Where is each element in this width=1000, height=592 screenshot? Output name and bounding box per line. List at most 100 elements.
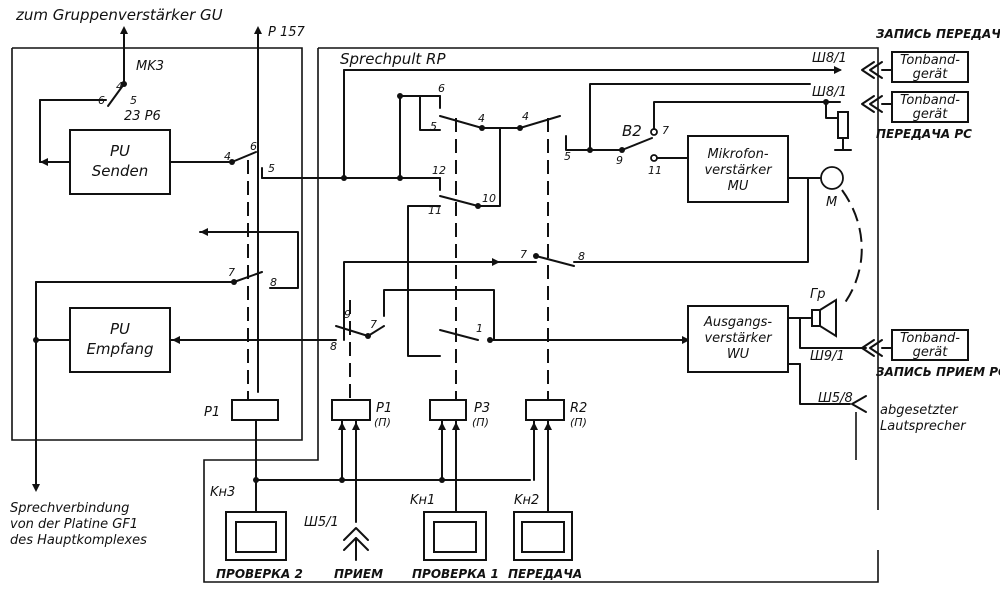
tonband1-line2: gerät	[913, 67, 949, 82]
ausgang-line2: verstärker	[704, 331, 773, 346]
wire	[573, 177, 809, 263]
key-proverka1[interactable]	[423, 511, 487, 561]
pin-label: 11	[648, 164, 662, 177]
sprechverbindung-line3: des Hauptkomplexes	[10, 533, 147, 548]
wire	[407, 205, 441, 357]
relay-p1-right	[331, 399, 371, 421]
mikrofon-verstaerker-block	[687, 135, 789, 203]
wire	[199, 231, 299, 289]
gu-arrow-icon	[120, 26, 128, 34]
relay-p3-label: P3	[474, 401, 490, 416]
pin-label: 8	[330, 340, 337, 353]
ausgang-line3: WU	[727, 347, 750, 362]
pin-label: 5	[430, 120, 437, 133]
up-arrow-icon	[338, 422, 346, 430]
pin-label: 7	[228, 266, 235, 279]
wire	[383, 289, 495, 341]
up-arrow-icon	[452, 422, 460, 430]
pin-label: 5	[268, 162, 275, 175]
proverka2-label: ПРОВЕРКА 2	[216, 567, 303, 581]
bottom-frame	[203, 48, 879, 583]
arrow-icon	[492, 258, 500, 266]
tonband3-line2: gerät	[913, 345, 949, 360]
switch-blade	[535, 255, 575, 267]
mikrofon-line2: verstärker	[704, 163, 773, 178]
ausgang-line1: Ausgangs-	[703, 315, 772, 330]
mk3-switch-blade	[107, 83, 125, 107]
p157-label: P 157	[268, 25, 306, 40]
relay-23p6-label: 23 P6	[124, 109, 161, 124]
left-panel-frame	[11, 47, 303, 441]
tonband-box-1	[891, 51, 969, 83]
chevron-socket-icon	[851, 395, 867, 413]
abgesetzter-line2: Lautsprecher	[880, 419, 967, 434]
sprechverbindung-line1: Sprechverbindung	[10, 501, 129, 516]
switch-blade	[231, 151, 257, 163]
pu-senden-line2: Senden	[92, 162, 149, 180]
priem-socket-icon[interactable]	[343, 527, 369, 561]
zapis-peredacha-label: ЗАПИСЬ ПЕРЕДАЧА РС	[876, 27, 1000, 41]
wire	[343, 261, 501, 341]
wire	[367, 325, 385, 337]
relay-p1-left	[231, 399, 279, 421]
mk3-label: MK3	[136, 59, 164, 74]
relay-p1-right-sub: (П)	[374, 416, 391, 429]
sh8-1a-label: Ш8/1	[812, 51, 847, 66]
up-arrow-icon	[352, 422, 360, 430]
key-proverka2[interactable]	[225, 511, 287, 561]
arrow-icon	[834, 66, 842, 74]
pin-label: 6	[98, 94, 105, 107]
gu-label: zum Gruppenverstärker GU	[15, 6, 223, 24]
arrow-icon	[40, 158, 48, 166]
pin-label: 11	[428, 204, 442, 217]
kn3-label: Kн3	[210, 485, 235, 500]
abgesetzter-line1: abgesetzter	[880, 403, 959, 418]
pin-label: 1	[476, 322, 483, 335]
mic-label: M	[826, 195, 837, 210]
down-arrow-icon	[32, 484, 40, 492]
up-arrow-icon	[530, 422, 538, 430]
feedback-arc	[841, 189, 863, 305]
relay-p1-right-label: P1	[376, 401, 392, 416]
junction	[339, 477, 345, 483]
speaker-label: Гр	[810, 287, 826, 302]
pin-label: 8	[270, 276, 277, 289]
pu-empfang-line2: Empfang	[86, 340, 153, 358]
tonband3-line1: Tonband-	[900, 331, 960, 346]
pin-label: 4	[522, 110, 529, 123]
microphone-icon	[820, 166, 844, 190]
switch-blade	[439, 195, 479, 207]
speaker-icon	[811, 309, 821, 327]
wire	[653, 101, 827, 130]
pin-label: 8	[578, 250, 585, 263]
key-peredacha[interactable]	[513, 511, 573, 561]
p157-arrow-icon	[254, 26, 262, 34]
contact	[565, 135, 591, 151]
kn1-label: Kн1	[410, 493, 435, 508]
sprechverbindung-line2: von der Platine GF1	[10, 517, 138, 532]
sprechpult-frame	[318, 47, 879, 510]
priem-label: ПРИЕМ	[334, 567, 383, 581]
pin-label: 4	[116, 80, 123, 93]
switch-blade	[335, 325, 369, 337]
zapis-priem-label: ЗАПИСЬ ПРИЕМ РС	[876, 365, 1000, 379]
arrow-icon	[200, 228, 208, 236]
arrow-icon	[682, 336, 690, 344]
up-arrow-icon	[438, 422, 446, 430]
pin-label: 10	[482, 192, 496, 205]
tonband2-line2: gerät	[913, 107, 949, 122]
mikrofon-line1: Mikrofon-	[707, 147, 768, 162]
arrow-icon	[172, 336, 180, 344]
pin-label: 5	[564, 150, 571, 163]
chevron-socket-icon	[861, 95, 883, 113]
tonband-box-2	[891, 91, 969, 123]
wire	[477, 127, 501, 207]
b2-switch-blade	[621, 137, 653, 151]
pin-label: 6	[438, 82, 445, 95]
pin-label: 9	[344, 308, 351, 321]
peredacha-pc-label: ПЕРЕДАЧА РС	[876, 127, 972, 141]
relay-p3-sub: (П)	[472, 416, 489, 429]
tonband1-line1: Tonband-	[900, 53, 960, 68]
